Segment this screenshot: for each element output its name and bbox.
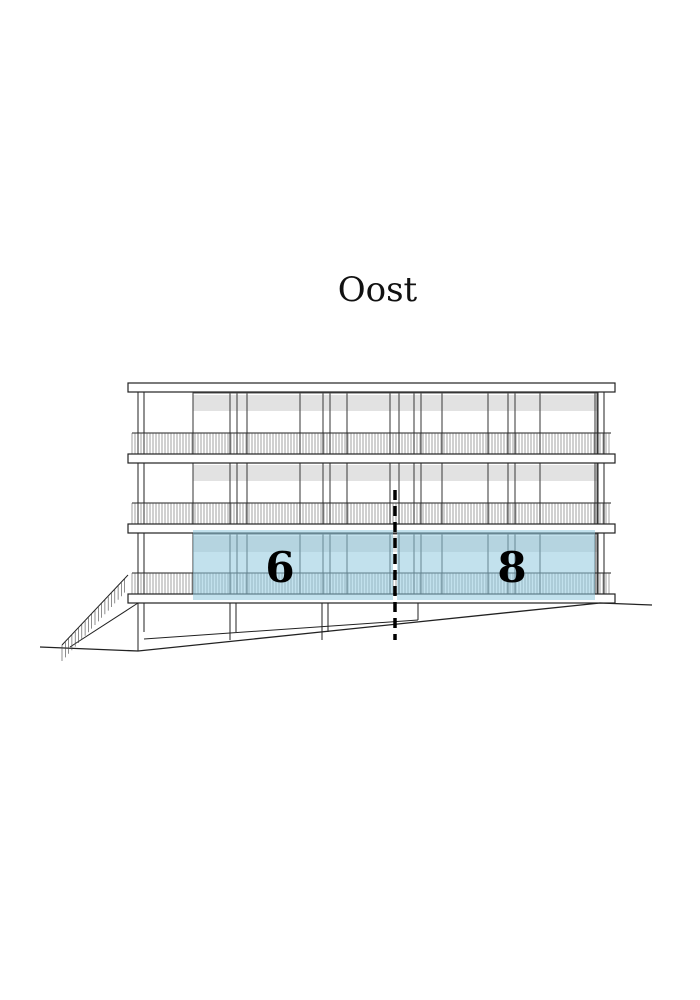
glass-band xyxy=(193,465,597,481)
unit-label-6: 6 xyxy=(265,543,294,592)
floor-slab xyxy=(127,453,616,464)
unit-label-8: 8 xyxy=(497,543,526,592)
floor-slab xyxy=(127,382,616,393)
elevation-title: Oost xyxy=(337,270,418,310)
building-drawing xyxy=(39,382,653,661)
stair-stringer xyxy=(69,602,139,648)
ground-line xyxy=(39,602,653,652)
unit-8-highlight xyxy=(397,530,595,600)
glass-band xyxy=(193,395,597,411)
unit-6-highlight xyxy=(193,530,393,600)
ground-inner-line xyxy=(143,619,419,640)
